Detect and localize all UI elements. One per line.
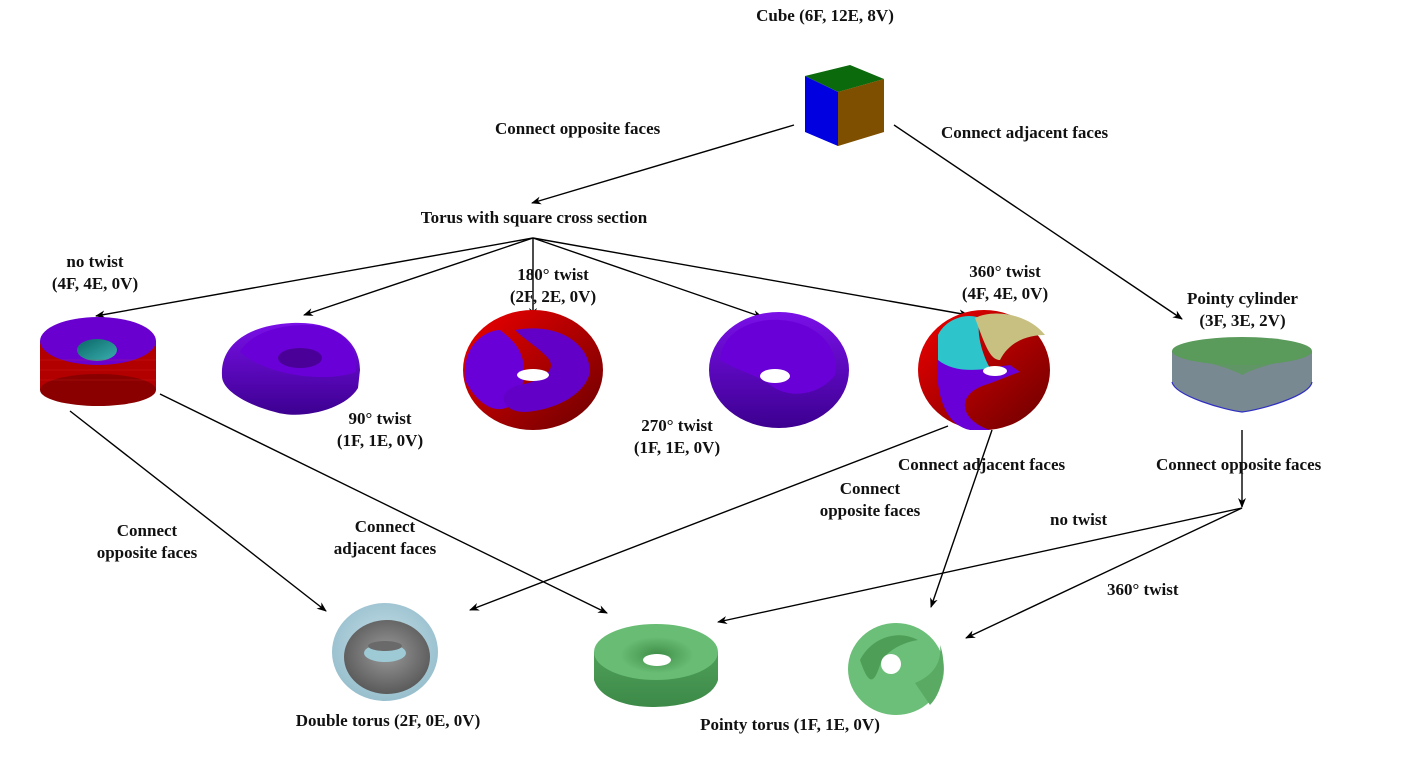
torus-square-label: Torus with square cross section — [420, 208, 648, 227]
edge-label-cylinder-opposite: Connect opposite faces — [1156, 455, 1322, 474]
pointy-cylinder-counts: (3F, 3E, 2V) — [1199, 311, 1286, 330]
twist-360-shape — [918, 310, 1050, 430]
twist-360-label: 360° twist (4F, 4E, 0V) — [935, 261, 1075, 305]
edge-label-line: Connect — [839, 479, 901, 498]
edge-label-cylinder-no-twist: no twist — [1050, 510, 1108, 529]
no-twist-counts: (4F, 4E, 0V) — [51, 274, 139, 293]
edge-label-cube-to-cylinder: Connect adjacent faces — [941, 123, 1109, 142]
twist-180-label: 180° twist (2F, 2E, 0V) — [483, 264, 623, 308]
edge-label-line: opposite faces — [819, 501, 921, 520]
arrow-cylinder-no-twist — [717, 507, 1243, 624]
arrow-torus-to-270-twist — [532, 237, 763, 318]
edge-label-line: Connect — [116, 521, 178, 540]
no-twist-label: no twist (4F, 4E, 0V) — [20, 251, 170, 295]
double-torus-shape — [332, 603, 438, 701]
pointy-cylinder-title: Pointy cylinder — [1187, 289, 1298, 308]
edge-label-360-opposite: Connect opposite faces — [795, 478, 945, 522]
no-twist-title: no twist — [66, 252, 124, 271]
arrow-no-twist-to-pointy-torus — [159, 393, 608, 614]
pointy-torus-shape — [594, 624, 718, 707]
pointy-cylinder-label: Pointy cylinder (3F, 3E, 2V) — [1170, 288, 1315, 332]
arrow-360-to-double-torus — [469, 425, 949, 611]
arrow-torus-to-360-twist — [532, 237, 969, 318]
pointy-torus-twisted-shape — [848, 623, 944, 715]
edge-label-cube-to-torus: Connect opposite faces — [495, 119, 661, 138]
edge-label-line: Connect — [354, 517, 416, 536]
edge-label-line: adjacent faces — [333, 539, 437, 558]
arrow-360-to-pointy-torus-twisted — [930, 429, 993, 608]
twist-90-counts: (1F, 1E, 0V) — [336, 431, 424, 450]
twist-270-shape — [709, 312, 849, 428]
twist-180-counts: (2F, 2E, 0V) — [509, 287, 597, 306]
arrow-cube-to-pointy-cylinder — [893, 124, 1183, 320]
twist-90-title: 90° twist — [348, 409, 412, 428]
edge-label-360-adjacent: Connect adjacent faces — [898, 455, 1066, 474]
twist-90-label: 90° twist (1F, 1E, 0V) — [310, 408, 450, 452]
arrow-torus-to-90-twist — [303, 237, 534, 316]
edge-label-notwist-opposite: Connect opposite faces — [72, 520, 222, 564]
double-torus-label: Double torus (2F, 0E, 0V) — [295, 711, 481, 730]
twist-180-title: 180° twist — [517, 265, 589, 284]
cube-shape — [805, 65, 884, 146]
arrow-torus-to-no-twist — [95, 237, 534, 319]
cube-label: Cube (6F, 12E, 8V) — [756, 6, 894, 25]
arrow-cylinder-360-twist — [965, 507, 1243, 639]
edge-label-cylinder-360-twist: 360° twist — [1107, 580, 1179, 599]
pointy-torus-label: Pointy torus (1F, 1E, 0V) — [700, 715, 880, 734]
pointy-cylinder-shape — [1171, 337, 1313, 413]
twist-90-shape — [221, 322, 360, 415]
twist-360-counts: (4F, 4E, 0V) — [961, 284, 1049, 303]
edge-label-notwist-adjacent: Connect adjacent faces — [310, 516, 460, 560]
arrow-cube-to-torus — [531, 124, 795, 205]
no-twist-torus-shape — [40, 317, 156, 406]
twist-360-title: 360° twist — [969, 262, 1041, 281]
arrow-no-twist-to-double-torus — [69, 410, 327, 612]
twist-270-title: 270° twist — [641, 416, 713, 435]
twist-270-label: 270° twist (1F, 1E, 0V) — [607, 415, 747, 459]
twist-180-shape — [463, 310, 603, 430]
twist-270-counts: (1F, 1E, 0V) — [633, 438, 721, 457]
edge-label-line: opposite faces — [96, 543, 198, 562]
